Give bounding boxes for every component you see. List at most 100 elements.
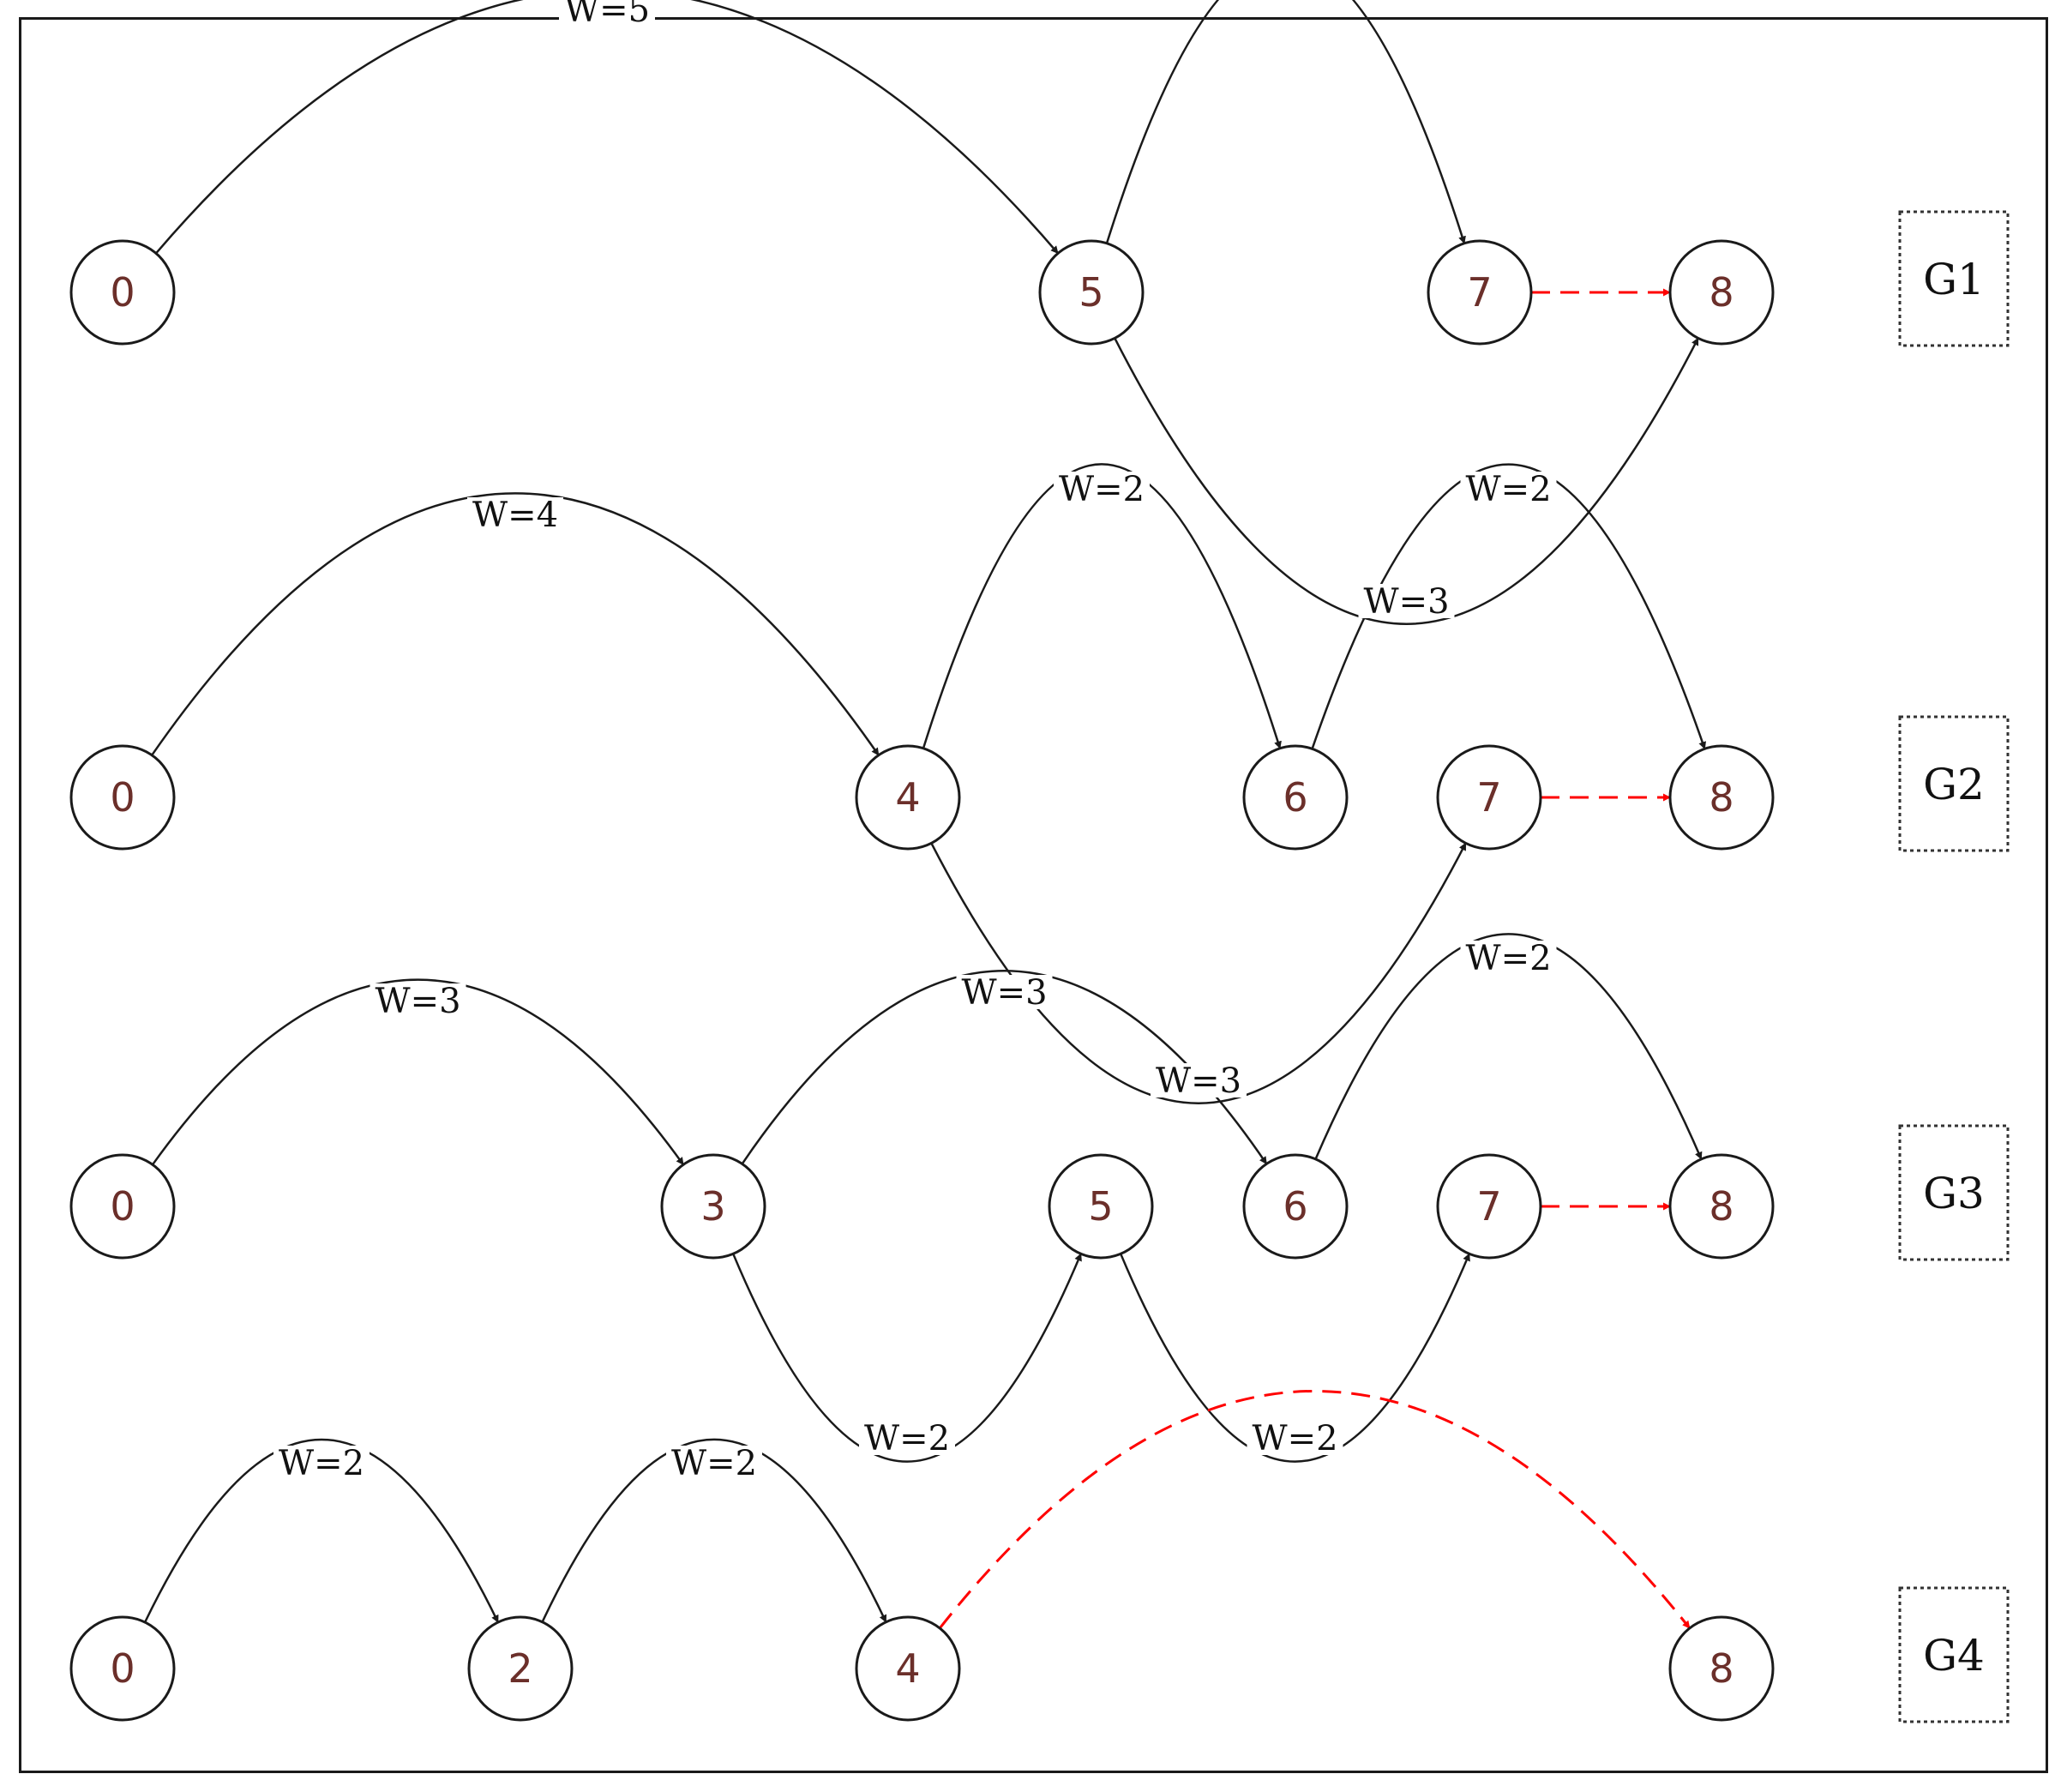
node-label: 0 — [110, 269, 135, 316]
node-label: 5 — [1079, 269, 1103, 316]
node-circle — [69, 1615, 176, 1722]
edge-label-G1-0-5: W=5 — [564, 0, 650, 30]
node-circle — [1668, 1615, 1775, 1722]
edge-G3-3-5 — [732, 1253, 1082, 1463]
node-circle — [1038, 239, 1145, 346]
node-G2-0: 0 — [69, 744, 176, 851]
node-G4-2: 2 — [467, 1615, 574, 1722]
node-label: 8 — [1709, 1645, 1734, 1692]
edge-G2-4-7 — [930, 842, 1467, 1104]
edge-G4-4-8 — [939, 1389, 1691, 1629]
node-G3-7: 7 — [1436, 1153, 1542, 1260]
node-G3-5: 5 — [1048, 1153, 1154, 1260]
edge-G3-5-7 — [1120, 1253, 1470, 1463]
node-label: 8 — [1709, 269, 1734, 316]
graph-name: G4 — [1923, 1631, 1985, 1681]
edge-label-background — [1237, 0, 1334, 1]
edge-label-G3-3-6: W=3 — [961, 973, 1047, 1013]
node-circle — [69, 239, 176, 346]
graph-box-border — [1898, 1586, 2010, 1723]
node-label: 2 — [508, 1645, 532, 1692]
node-G4-4: 4 — [855, 1615, 961, 1722]
edge-label-background — [956, 975, 1053, 1009]
edge-label-G4-0-2: W=2 — [279, 1444, 364, 1483]
node-label: 4 — [895, 1645, 920, 1692]
graph-name: G3 — [1923, 1169, 1985, 1218]
edge-G1-5-8 — [1114, 337, 1699, 625]
node-circle — [1668, 744, 1775, 851]
node-G3-6: 6 — [1242, 1153, 1349, 1260]
node-label: 4 — [895, 774, 920, 821]
node-circle — [1427, 239, 1533, 346]
edge-label-G3-0-3: W=3 — [375, 982, 460, 1021]
diagram-frame — [19, 17, 2048, 1773]
node-label: 3 — [700, 1183, 725, 1230]
node-G2-8: 8 — [1668, 744, 1775, 851]
node-G3-0: 0 — [69, 1153, 176, 1260]
node-G1-5: 5 — [1038, 239, 1145, 346]
edge-G1-0-5 — [155, 0, 1059, 255]
node-label: 0 — [110, 774, 135, 821]
graph-label-box-G1: G1 — [1898, 210, 2010, 347]
edge-label-G3-3-5: W=2 — [864, 1419, 950, 1458]
node-circle — [1668, 1153, 1775, 1260]
node-circle — [855, 1615, 961, 1722]
node-label: 8 — [1709, 1183, 1734, 1230]
edge-label-background — [1247, 1421, 1343, 1455]
edge-label-G2-6-8: W=2 — [1465, 470, 1551, 509]
node-G1-7: 7 — [1427, 239, 1533, 346]
graph-box-border — [1898, 210, 2010, 347]
edge-G3-6-8 — [1314, 933, 1703, 1160]
edge-label-G2-0-4: W=4 — [472, 496, 558, 535]
edge-label-background — [370, 983, 466, 1018]
edge-G4-2-4 — [541, 1438, 887, 1623]
edge-label-background — [1460, 941, 1557, 975]
graph-box-border — [1898, 715, 2010, 852]
node-G2-6: 6 — [1242, 744, 1349, 851]
edge-label-background — [1054, 472, 1150, 506]
node-circle — [855, 744, 961, 851]
edge-G1-5-7 — [1105, 0, 1466, 244]
node-G4-8: 8 — [1668, 1615, 1775, 1722]
edge-G3-0-3 — [151, 978, 685, 1166]
node-label: 5 — [1088, 1183, 1113, 1230]
edge-label-G2-4-6: W=2 — [1059, 470, 1145, 509]
node-G3-8: 8 — [1668, 1153, 1775, 1260]
node-label: 8 — [1709, 774, 1734, 821]
node-G2-7: 7 — [1436, 744, 1542, 851]
edge-label-G2-4-7: W=3 — [1156, 1061, 1241, 1101]
node-label: 7 — [1476, 774, 1501, 821]
edge-label-background — [273, 1446, 370, 1480]
edge-label-G1-5-8: W=3 — [1363, 582, 1449, 622]
graph-label-box-G4: G4 — [1898, 1586, 2010, 1723]
graph-label-box-G3: G3 — [1898, 1124, 2010, 1261]
graph-name: G2 — [1923, 760, 1985, 809]
node-label: 6 — [1283, 1183, 1307, 1230]
node-circle — [1436, 1153, 1542, 1260]
node-circle — [1668, 239, 1775, 346]
node-circle — [467, 1615, 574, 1722]
node-label: 7 — [1467, 269, 1492, 316]
edge-label-background — [859, 1421, 955, 1455]
node-circle — [1048, 1153, 1154, 1260]
node-circle — [660, 1153, 766, 1260]
node-label: 0 — [110, 1183, 135, 1230]
graph-label-box-G2: G2 — [1898, 715, 2010, 852]
edge-label-G4-2-4: W=2 — [671, 1444, 757, 1483]
edge-label-background — [1151, 1063, 1247, 1097]
edge-label-background — [467, 497, 563, 532]
node-label: 0 — [110, 1645, 135, 1692]
graph-name: G1 — [1923, 255, 1985, 304]
graph-box-border — [1898, 1124, 2010, 1261]
node-G3-3: 3 — [660, 1153, 766, 1260]
node-G1-0: 0 — [69, 239, 176, 346]
edge-label-background — [1460, 472, 1557, 506]
edge-G2-0-4 — [151, 492, 880, 756]
edge-label-background — [666, 1446, 762, 1480]
edge-G4-0-2 — [143, 1438, 500, 1623]
node-circle — [1242, 1153, 1349, 1260]
edge-label-background — [559, 0, 655, 27]
node-label: 6 — [1283, 774, 1307, 821]
node-G4-0: 0 — [69, 1615, 176, 1722]
